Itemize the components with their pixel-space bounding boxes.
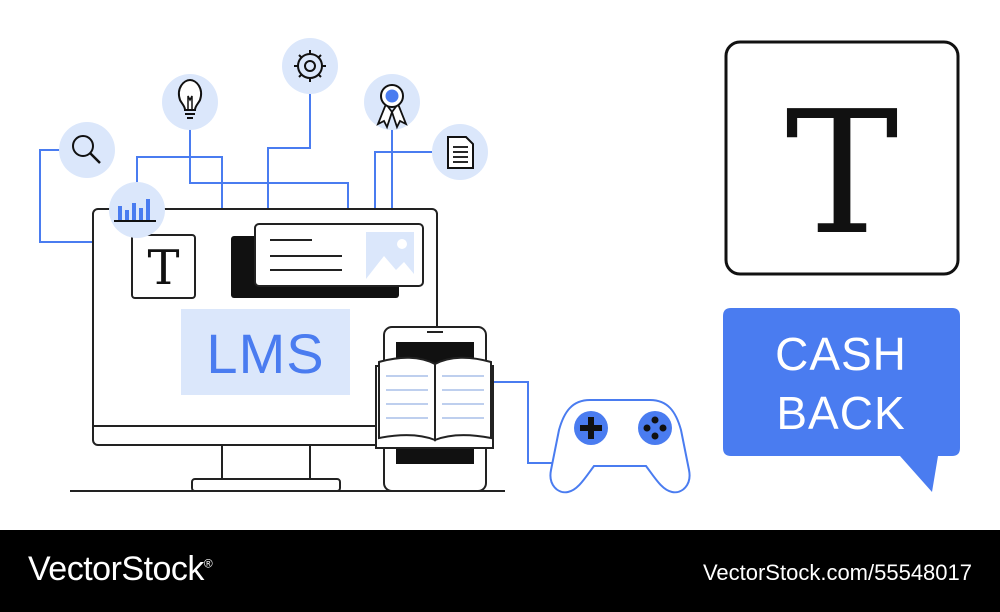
award-ribbon-icon (364, 74, 420, 130)
illustration: T LMS (39, 38, 960, 494)
content-card (231, 223, 424, 298)
connector-lines (39, 92, 558, 464)
lightbulb-icon (162, 74, 218, 130)
open-book-icon (375, 356, 494, 449)
cashback-line1: CASH (775, 328, 907, 380)
type-tool-card: T (131, 234, 196, 299)
lms-label: LMS (206, 322, 324, 385)
type-glyph-small: T (147, 240, 179, 296)
image-id: VectorStock.com/55548017 (702, 560, 972, 585)
lms-banner: LMS (181, 309, 350, 395)
type-tool-big-card: T (724, 40, 960, 276)
gear-icon (282, 38, 338, 94)
registered-mark: ® (203, 556, 213, 571)
cashback-line2: BACK (776, 387, 905, 439)
gamepad-icon (549, 399, 691, 494)
image-icon (366, 232, 414, 279)
footer-bar: VectorStock® VectorStock.com/55548017 (0, 530, 1000, 612)
brand-name: VectorStock (28, 550, 204, 588)
document-icon (432, 124, 488, 180)
type-glyph-big: T (785, 75, 898, 273)
bar-chart-icon (109, 182, 165, 238)
brand-logo: VectorStock® (28, 550, 213, 589)
cashback-bubble: CASH BACK (723, 308, 960, 492)
search-icon (59, 122, 115, 178)
